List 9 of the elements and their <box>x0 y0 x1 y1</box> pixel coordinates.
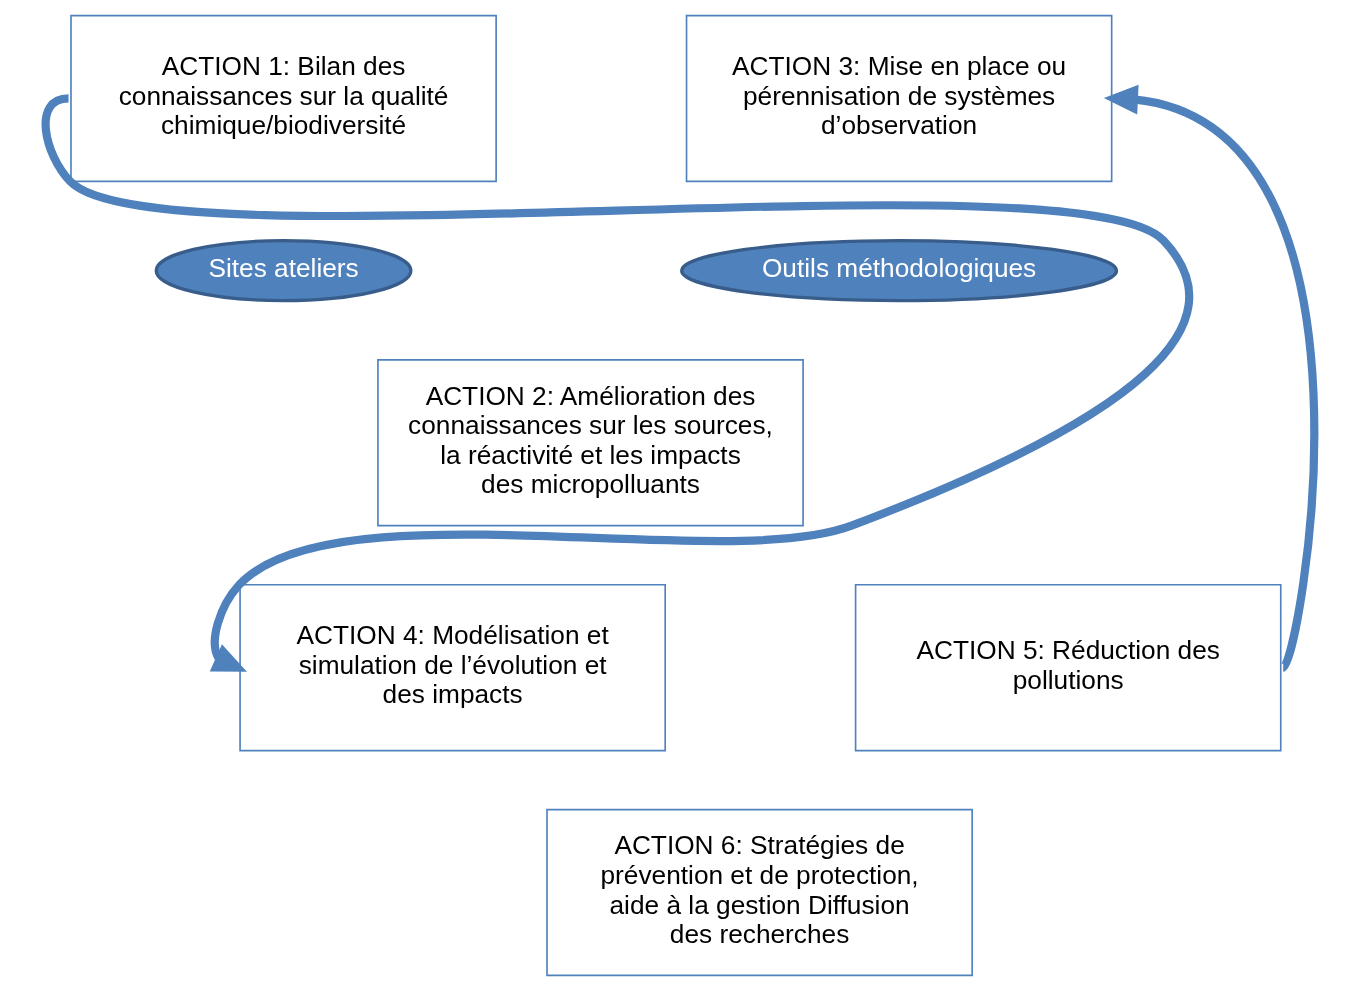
node-box: ACTION 6: Stratégies de prévention et de protection, aide à la gestion Diffusion des recherches <box>545 808 973 976</box>
node-box: ACTION 3: Mise en place ou pérennisation de systèmes d’observation <box>685 14 1112 182</box>
node-box: ACTION 5: Réduction des pollutions <box>854 583 1282 751</box>
arrow <box>1103 84 1318 669</box>
node-ellipse: Outils méthodologiques <box>679 238 1118 302</box>
node-ellipse: Sites ateliers <box>154 238 412 302</box>
node-box: ACTION 4: Modélisation et simulation de l’évolution et des impacts <box>238 583 666 751</box>
node-box: ACTION 1: Bilan des connaissances sur la qualité chimique/biodiversité <box>69 14 497 182</box>
node-box: ACTION 2: Amélioration des connaissances sur les sources, la réactivité et les impacts des micropolluants <box>376 358 804 526</box>
